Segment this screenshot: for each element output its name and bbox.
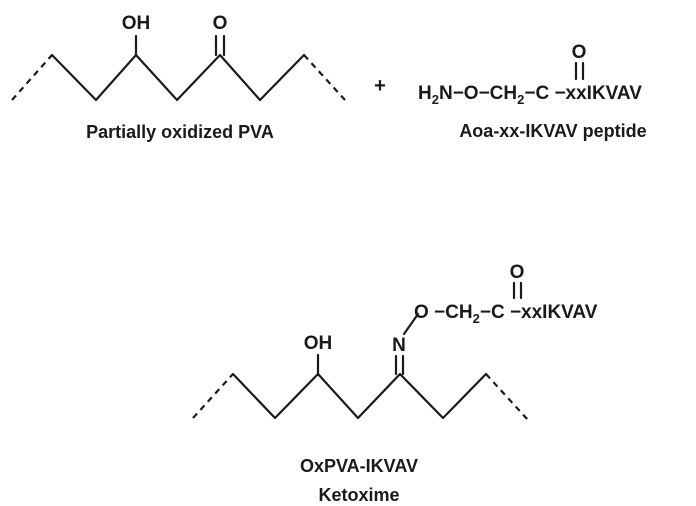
pva-hydroxyl-label: OH (122, 13, 151, 34)
peptide-amine-subscript: 2 (432, 92, 439, 107)
peptide-carbonyl-oxygen-label: O (572, 42, 587, 63)
product-caption-name: OxPVA-IKVAV (300, 456, 418, 476)
product-oxime-chain: O −CH2−C −xxIKVAV (414, 302, 598, 326)
peptide-formula: H2N−O−CH2−C −xxIKVAV (418, 83, 642, 107)
pva-structure: OH O (11, 13, 346, 102)
pva-keto-oxygen-label: O (213, 13, 228, 34)
product-oxygen-chain-prefix: O −CH (414, 302, 473, 323)
peptide-ch2-subscript: 2 (517, 92, 524, 107)
peptide-chain-tail: −C −xxIKVAV (524, 83, 642, 104)
peptide-caption: Aoa-xx-IKVAV peptide (459, 121, 646, 141)
ketoxime-structure: O −CH2−C −xxIKVAV O N OH (192, 262, 598, 421)
product-hydroxyl-label: OH (304, 333, 333, 354)
product-chain-tail: −C −xxIKVAV (480, 302, 598, 323)
product-n-o-bond (402, 312, 420, 336)
product-chain-end-right (485, 373, 529, 421)
pva-backbone (50, 53, 306, 102)
product-caption-type: Ketoxime (318, 485, 399, 505)
product-backbone (231, 372, 488, 420)
product-imine-nitrogen-label: N (392, 335, 406, 356)
plus-sign: + (374, 75, 386, 97)
product-carbonyl-oxygen-label: O (510, 262, 525, 283)
peptide-amine-prefix: H (418, 83, 432, 104)
product-chain-end-left (192, 373, 234, 419)
peptide-structure: H2N−O−CH2−C −xxIKVAV O (418, 42, 642, 107)
pva-chain-end-right (303, 54, 346, 101)
peptide-amine-suffix: N−O−CH (439, 83, 517, 104)
product-ch2-subscript: 2 (473, 311, 480, 326)
pva-chain-end-left (11, 54, 53, 101)
pva-caption: Partially oxidized PVA (86, 122, 274, 142)
